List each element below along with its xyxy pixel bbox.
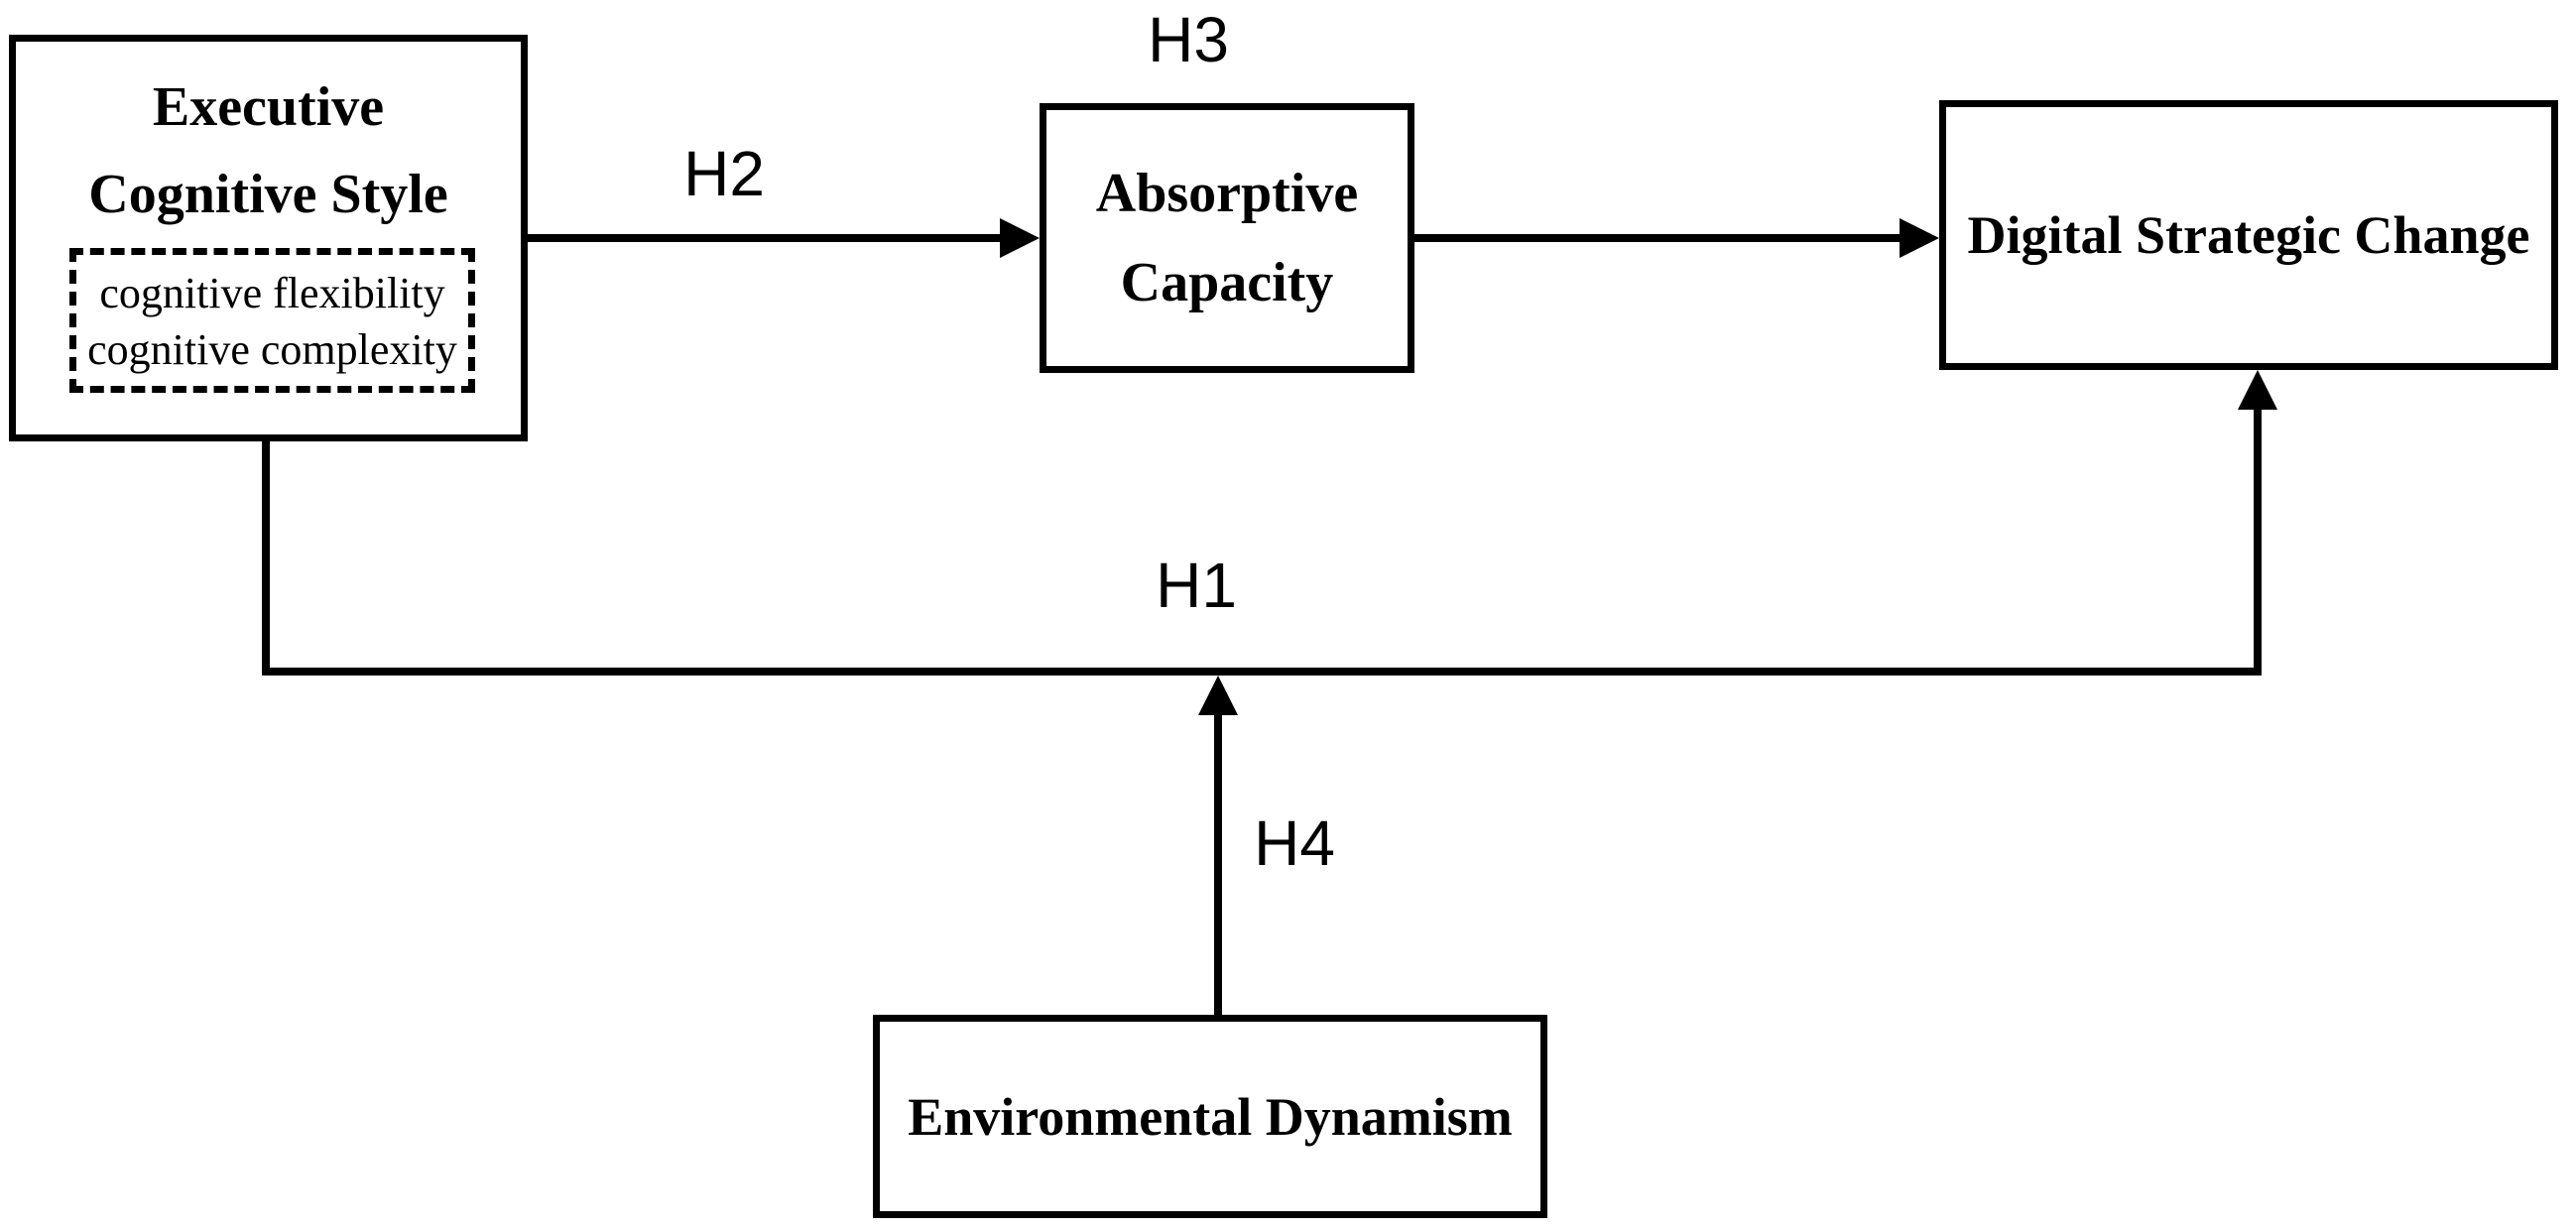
arrow-h1-vertical-right bbox=[2254, 404, 2262, 668]
node-title: Environmental Dynamism bbox=[908, 1086, 1513, 1147]
dimension-cognitive-complexity: cognitive complexity bbox=[87, 325, 457, 374]
node-title-line2: Cognitive Style bbox=[88, 164, 448, 225]
arrow-h4-shaft bbox=[1214, 705, 1222, 1015]
arrow-h4-head-icon bbox=[1198, 676, 1238, 715]
hypothesis-label-h4: H4 bbox=[1254, 807, 1335, 879]
hypothesis-label-h2: H2 bbox=[683, 138, 765, 209]
hypothesis-label-h3: H3 bbox=[1148, 4, 1229, 75]
node-title-line2: Capacity bbox=[1120, 252, 1334, 313]
dimension-cognitive-flexibility: cognitive flexibility bbox=[99, 269, 445, 317]
dashed-dimensions-box: cognitive flexibility cognitive complexi… bbox=[69, 248, 475, 393]
node-title-line1: Absorptive bbox=[1095, 163, 1359, 224]
arrow-h3-shaft bbox=[1414, 234, 1900, 242]
node-title: Executive Cognitive Style bbox=[88, 42, 447, 238]
node-title: Digital Strategic Change bbox=[1967, 205, 2530, 265]
hypothesis-label-h1: H1 bbox=[1156, 550, 1237, 621]
node-title: Absorptive Capacity bbox=[1096, 149, 1358, 327]
arrow-h1-head-icon bbox=[2238, 370, 2277, 410]
arrow-h3-head-icon bbox=[1900, 218, 1939, 258]
node-absorptive-capacity: Absorptive Capacity bbox=[1040, 103, 1414, 373]
node-environmental-dynamism: Environmental Dynamism bbox=[873, 1015, 1547, 1218]
arrow-h2-shaft bbox=[528, 234, 1000, 242]
node-digital-strategic-change: Digital Strategic Change bbox=[1939, 100, 2558, 370]
arrow-h1-horizontal-rail bbox=[262, 668, 2262, 676]
node-title-line1: Executive bbox=[152, 76, 385, 138]
arrow-h2-head-icon bbox=[1000, 218, 1040, 258]
arrow-h1-vertical-left bbox=[262, 441, 270, 676]
